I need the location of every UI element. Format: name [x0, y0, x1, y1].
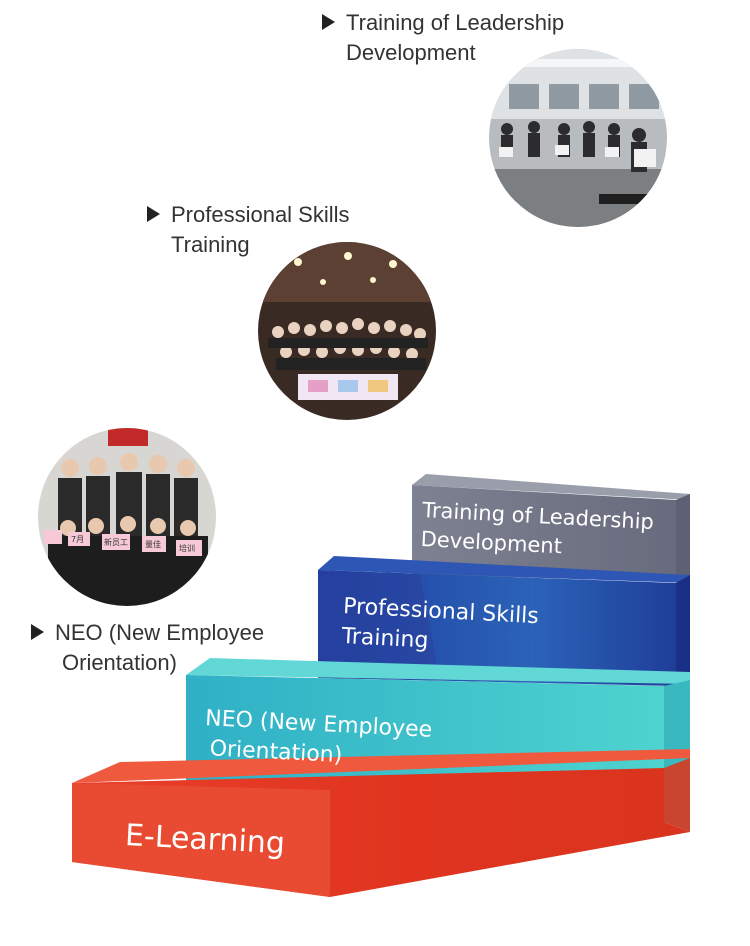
play-arrow-icon — [147, 206, 160, 222]
step-leadership — [412, 474, 690, 582]
label-neo: NEO (New Employee Orientation) — [31, 618, 264, 678]
neo-sign-2: 新员工 — [104, 537, 128, 547]
neo-sign-3: 量佳 — [145, 539, 161, 549]
play-arrow-icon — [31, 624, 44, 640]
label-professional-line1: Professional Skills — [171, 202, 350, 227]
label-leadership-line1: Training of Leadership — [346, 10, 565, 35]
label-professional-line2: Training — [171, 232, 250, 257]
neo-sign-1: 7月 — [71, 535, 84, 544]
label-neo-line1: NEO (New Employee — [55, 620, 265, 645]
step-neo-text: NEO (New Employee Orientation) — [203, 704, 433, 776]
step-professional-text: Professional Skills Training — [341, 592, 540, 662]
neo-sign-4: 培训 — [179, 543, 195, 553]
step-leadership-text: Training of Leadership Development — [420, 496, 655, 566]
play-arrow-icon — [322, 14, 335, 30]
step-professional — [318, 556, 690, 686]
step-elearning — [72, 749, 690, 897]
label-neo-line2: Orientation) — [62, 650, 177, 675]
label-professional: Professional Skills Training — [147, 200, 350, 260]
label-leadership: Training of Leadership Development — [322, 8, 564, 68]
label-leadership-line2: Development — [346, 40, 476, 65]
